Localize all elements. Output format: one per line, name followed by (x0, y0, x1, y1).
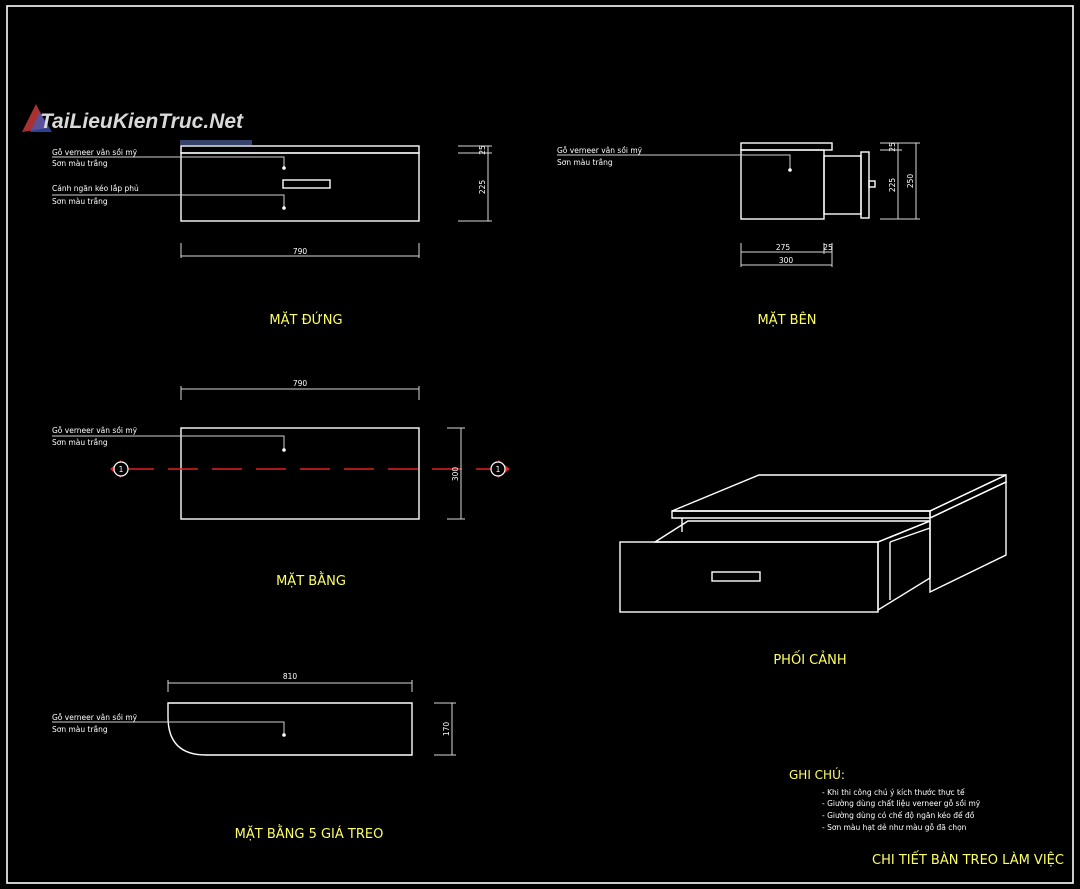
perspective-handle (711, 571, 761, 582)
section-marker-right: 1 (490, 460, 510, 478)
plan-outline (180, 427, 420, 520)
side-handle (868, 180, 876, 188)
side-top-board (740, 142, 833, 151)
plan-label-veneer: Gỗ verneer vân sồi mỹ (52, 426, 138, 435)
plan-title: MẶT BẰNG (276, 572, 346, 589)
elevation-dim-width: 790 (293, 247, 308, 256)
note-item: - Khi thi công chú ý kích thước thực tế (822, 788, 965, 797)
plan-label-paint: Sơn màu trắng (52, 438, 108, 447)
perspective-title: PHỐI CẢNH (773, 651, 846, 668)
side-elevation: Gỗ verneer vân sồi mỹ Sơn màu trắng 25 2… (557, 142, 920, 328)
elevation-title: MẶT ĐỨNG (269, 312, 342, 328)
shelf-dim-width: 810 (283, 672, 298, 681)
side-dim-top: 25 (888, 142, 897, 152)
side-label-veneer: Gỗ verneer vân sồi mỹ (557, 146, 643, 155)
sheet-title: CHI TIẾT BÀN TREO LÀM VIỆC (872, 851, 1064, 868)
side-label-paint: Sơn màu trắng (557, 158, 613, 167)
shelf-label-veneer: Gỗ verneer vân sồi mỹ (52, 713, 138, 722)
notes: GHI CHÚ: - Khi thi công chú ý kích thước… (789, 767, 981, 832)
side-drawer-front (860, 151, 870, 219)
plan-dim-depth: 300 (451, 467, 460, 482)
note-item: - Sơn màu hạt dẻ như màu gỗ đã chọn (822, 823, 967, 832)
side-dim-front: 25 (823, 243, 833, 252)
elevation-dim-top: 25 (478, 145, 487, 155)
front-elevation: Gỗ verneer vân sồi mỹ Sơn màu trắng Cánh… (52, 145, 492, 328)
side-body (740, 149, 825, 220)
elevation-drawer-handle (282, 179, 331, 189)
elevation-top-board (180, 145, 420, 154)
side-dim-total: 250 (906, 174, 915, 189)
elevation-label-veneer: Gỗ verneer vân sồi mỹ (52, 148, 138, 157)
elevation-label-drawer: Cánh ngăn kéo lắp phủ (52, 184, 139, 193)
plan-view: 790 Gỗ verneer vân sồi mỹ Sơn màu trắng … (52, 379, 510, 589)
sheet-frame (6, 5, 1074, 884)
elevation-body (180, 152, 420, 222)
side-dim-total-depth: 300 (779, 256, 794, 265)
side-title: MẶT BÊN (757, 312, 816, 328)
perspective-drawer-front (619, 541, 879, 613)
shelf-label-paint: Sơn màu trắng (52, 725, 108, 734)
shelf-outline (167, 702, 413, 756)
shelf-plan-view: 810 Gỗ verneer vân sồi mỹ Sơn màu trắng … (52, 672, 456, 842)
elevation-label-paint-2: Sơn màu trắng (52, 197, 108, 206)
section-marker-left: 1 (110, 460, 129, 478)
elevation-dim-height: 225 (478, 180, 487, 195)
watermark-text: TaiLieuKienTruc.Net (40, 110, 244, 133)
side-dim-height: 225 (888, 178, 897, 193)
svg-text:1: 1 (119, 465, 124, 474)
note-item: - Giường dùng có chế độ ngăn kéo để đồ (822, 811, 975, 820)
side-drawer (823, 155, 862, 215)
note-item: - Giường dùng chất liệu verneer gỗ sồi m… (822, 799, 981, 808)
shelf-dim-depth: 170 (442, 722, 451, 737)
plan-dim-width: 790 (293, 379, 308, 388)
side-dim-depth: 275 (776, 243, 791, 252)
perspective-view: PHỐI CẢNH (619, 473, 1007, 668)
elevation-label-paint: Sơn màu trắng (52, 159, 108, 168)
shelf-plan-title: MẶT BẰNG 5 GIÁ TREO (235, 825, 384, 842)
svg-text:1: 1 (496, 465, 501, 474)
notes-title: GHI CHÚ: (789, 767, 845, 782)
watermark: TaiLieuKienTruc.Net (22, 104, 252, 145)
